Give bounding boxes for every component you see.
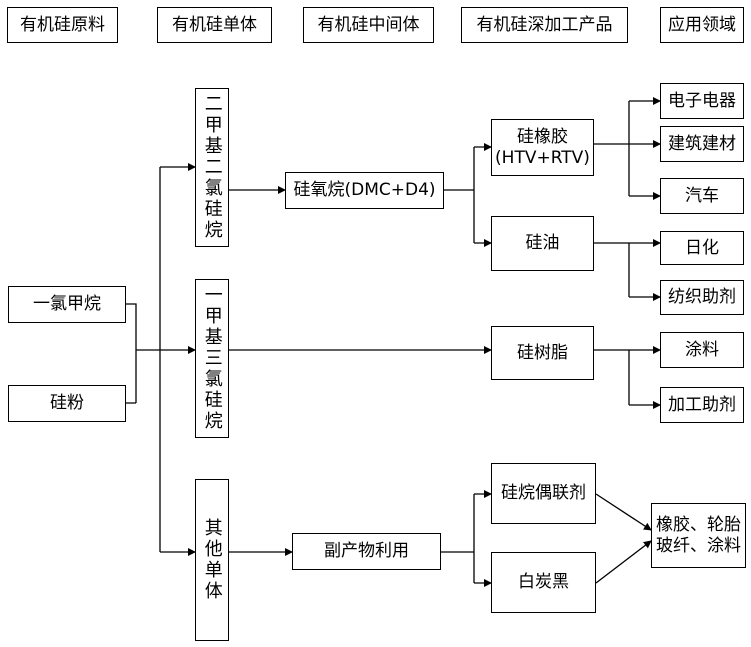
- app-combo-line-1: 橡胶、轮胎: [656, 515, 741, 536]
- product-white-carbon-black: 白炭黑: [491, 552, 596, 613]
- product-silicone-rubber-type: (HTV+RTV): [495, 147, 590, 168]
- header-raw-materials: 有机硅原料: [7, 7, 118, 43]
- app-processing-aids: 加工助剂: [660, 387, 744, 423]
- monomer-methyltrichlorosilane: 一甲基三氯硅烷: [195, 279, 229, 438]
- app-automotive: 汽车: [660, 178, 744, 214]
- product-silicone-rubber: 硅橡胶 (HTV+RTV): [491, 119, 594, 176]
- app-rubber-tire-fiberglass-coating: 橡胶、轮胎 玻纤、涂料: [651, 503, 746, 568]
- raw-chloromethane: 一氯甲烷: [8, 286, 126, 323]
- product-silane-coupling-agent: 硅烷偶联剂: [491, 463, 596, 524]
- raw-merge-line: [126, 303, 160, 404]
- app-daily-chemicals: 日化: [660, 231, 744, 265]
- app-building: 建筑建材: [660, 126, 744, 162]
- product-silicone-resin: 硅树脂: [491, 326, 594, 380]
- app-electronics: 电子电器: [660, 83, 744, 119]
- header-applications: 应用领域: [660, 7, 744, 43]
- app-textile-auxiliaries: 纺织助剂: [660, 280, 744, 315]
- product-silicone-rubber-name: 硅橡胶: [517, 127, 568, 148]
- product-silicone-oil: 硅油: [491, 216, 594, 271]
- monomer-other: 其他单体: [195, 479, 229, 641]
- app-combo-line-2: 玻纤、涂料: [656, 535, 741, 556]
- raw-silicon-powder: 硅粉: [8, 385, 126, 422]
- header-deep-processing: 有机硅深加工产品: [461, 7, 628, 43]
- intermediate-byproduct: 副产物利用: [292, 533, 441, 570]
- monomer-dimethyldichlorosilane: 二甲基二氯硅烷: [195, 88, 229, 247]
- header-intermediates: 有机硅中间体: [303, 7, 434, 43]
- app-coatings: 涂料: [660, 332, 744, 368]
- header-monomers: 有机硅单体: [157, 7, 272, 43]
- intermediate-siloxane: 硅氧烷(DMC+D4): [285, 172, 444, 209]
